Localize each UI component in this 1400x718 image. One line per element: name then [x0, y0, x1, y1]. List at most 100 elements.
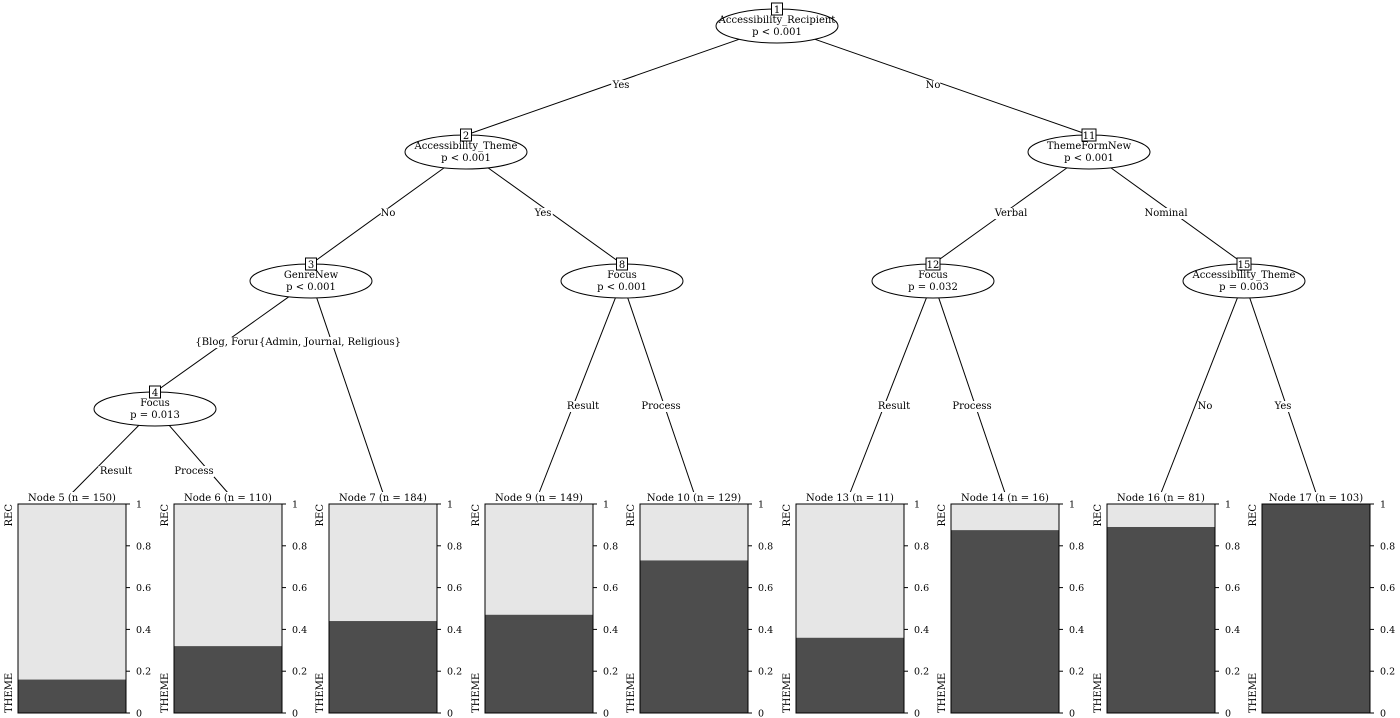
node-16-rec-bar — [1107, 504, 1215, 527]
node-8-pvalue: p < 0.001 — [597, 282, 647, 293]
node-6-rec-bar — [174, 504, 282, 647]
axis-tick-label: 0 — [603, 709, 609, 718]
axis-tick-label: 0.2 — [758, 667, 773, 678]
node-6-title-bg — [188, 492, 268, 503]
node-17-theme-bar — [1262, 504, 1370, 713]
node-14-theme-bar — [951, 530, 1059, 713]
axis-tick-label: 1 — [292, 500, 298, 511]
edge-label-bg — [993, 208, 1029, 219]
axis-tick-label: 1 — [447, 500, 453, 511]
node-10-rec-bar — [640, 504, 748, 561]
axis-tick-label: 0.8 — [1225, 541, 1240, 552]
axis-tick-label: 0.6 — [447, 583, 462, 594]
edge-12-14 — [938, 297, 1006, 494]
node-12-id: 12 — [927, 260, 940, 271]
node-5-title-bg — [32, 492, 112, 503]
node-13-title: Node 13 (n = 11) — [806, 493, 894, 504]
axis-tick-label: 0.6 — [1069, 583, 1084, 594]
node-13-theme-bar — [796, 637, 904, 713]
node-14-title-bg — [965, 492, 1045, 503]
node-3-variable: GenreNew — [284, 270, 339, 281]
axis-tick-label: 0 — [1225, 709, 1231, 718]
node-8-variable: Focus — [607, 270, 637, 281]
node-11-id-box — [1081, 128, 1097, 142]
node-16-rec-label: REC — [1093, 504, 1104, 527]
axis-tick-label: 0.2 — [1380, 667, 1395, 678]
edge-label: Verbal — [994, 208, 1028, 219]
axis-tick-label: 0.4 — [603, 625, 618, 636]
axis-tick-label: 0.6 — [758, 583, 773, 594]
node-8-id: 8 — [619, 260, 625, 271]
edge-label: {Admin, Journal, Religious} — [259, 337, 401, 348]
axis-tick-label: 0.4 — [136, 625, 151, 636]
axis-tick-label: 0 — [292, 709, 298, 718]
node-16-theme-label: THEME — [1093, 673, 1104, 713]
node-17-title-bg — [1276, 492, 1356, 503]
node-14-title: Node 14 (n = 16) — [961, 493, 1049, 504]
node-16-title-bg — [1121, 492, 1201, 503]
node-12-id-box — [925, 257, 941, 271]
edge-15-16 — [1160, 297, 1238, 494]
node-6-rec-label: REC — [160, 504, 171, 527]
node-7-theme-label: THEME — [315, 673, 326, 713]
node-12-pvalue: p = 0.032 — [908, 282, 958, 293]
node-5-theme-bar — [18, 679, 126, 713]
node-11-id: 11 — [1083, 131, 1096, 142]
node-2-id: 2 — [463, 131, 469, 142]
edge-label-bg — [98, 466, 134, 477]
node-7-title-bg — [343, 492, 423, 503]
node-15-id-box — [1236, 257, 1252, 271]
node-9-rec-bar — [485, 504, 593, 615]
edge-label-bg — [533, 208, 553, 219]
edge-label: Yes — [612, 80, 630, 91]
axis-tick-label: 0.4 — [1380, 625, 1395, 636]
edge-label: Yes — [1274, 401, 1292, 412]
edge-3-7 — [316, 297, 384, 494]
axis-tick-label: 0.4 — [758, 625, 773, 636]
edge-label-bg — [951, 401, 993, 412]
axis-tick-label: 0 — [136, 709, 142, 718]
axis-tick-label: 1 — [914, 500, 920, 511]
node-6-title: Node 6 (n = 110) — [184, 493, 272, 504]
axis-tick-label: 0.6 — [603, 583, 618, 594]
axis-tick-label: 0.8 — [603, 541, 618, 552]
edge-2-8 — [487, 167, 623, 265]
node-14-rec-label: REC — [937, 504, 948, 527]
edge-1-11 — [814, 38, 1090, 136]
edge-8-10 — [627, 297, 695, 494]
axis-tick-label: 0 — [914, 709, 920, 718]
axis-tick-label: 0.6 — [292, 583, 307, 594]
node-11-pvalue: p < 0.001 — [1064, 153, 1114, 164]
node-4-id: 4 — [152, 388, 158, 399]
axis-tick-label: 0.4 — [914, 625, 929, 636]
edge-label: No — [1198, 401, 1213, 412]
node-4-pvalue: p = 0.013 — [130, 410, 180, 421]
axis-tick-label: 0 — [447, 709, 453, 718]
axis-tick-label: 1 — [136, 500, 142, 511]
axis-tick-label: 1 — [1069, 500, 1075, 511]
node-10-title: Node 10 (n = 129) — [647, 493, 741, 504]
node-3-id-box — [305, 257, 317, 271]
axis-tick-label: 0.2 — [447, 667, 462, 678]
node-13-title-bg — [810, 492, 890, 503]
node-2-id-box — [460, 128, 472, 142]
edge-label: Nominal — [1144, 208, 1187, 219]
axis-tick-label: 0.2 — [1069, 667, 1084, 678]
edge-label: No — [381, 208, 396, 219]
edge-label: No — [926, 80, 941, 91]
axis-tick-label: 0.4 — [1069, 625, 1084, 636]
node-3-id: 3 — [308, 260, 314, 271]
edge-8-9 — [538, 297, 616, 494]
node-1-id-box — [771, 2, 783, 16]
node-17-rec-label: REC — [1248, 504, 1259, 527]
node-5-title: Node 5 (n = 150) — [28, 493, 116, 504]
axis-tick-label: 0.8 — [1069, 541, 1084, 552]
edge-label: Result — [878, 401, 910, 412]
axis-tick-label: 0.6 — [914, 583, 929, 594]
node-2-variable: Accessibility_Theme — [414, 141, 518, 152]
edge-1-2 — [465, 38, 740, 136]
node-10-theme-label: THEME — [626, 673, 637, 713]
axis-tick-label: 0.2 — [292, 667, 307, 678]
node-4-id-box — [149, 385, 161, 399]
